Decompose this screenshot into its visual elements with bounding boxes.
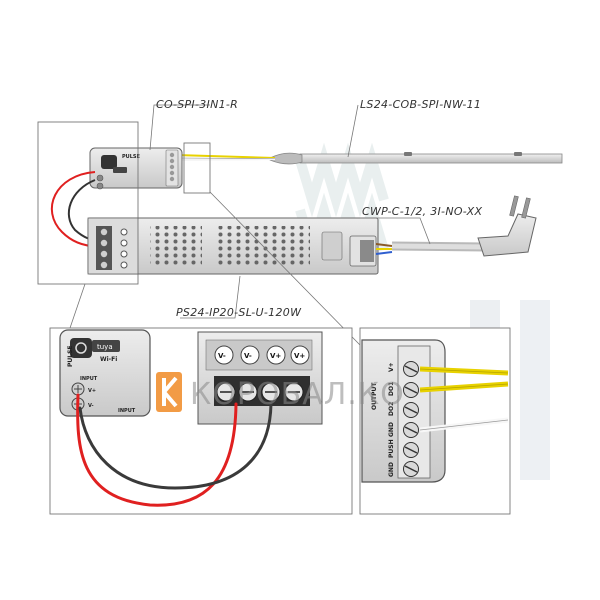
power-supply [87, 217, 379, 275]
watermark-text: КОРОБАЛ.КО [190, 377, 405, 412]
brand-text: PULSE [67, 345, 74, 367]
controller-detail: PULSE tuya Wi-Fi INPUT V+ V- INPUT [59, 329, 151, 417]
out-terminal-do2: DO2 [388, 402, 395, 416]
label-cable: CWP-C-1/2, 3I-NO-XX [362, 205, 483, 218]
output-detail: OUTPUT V+ DO1 DO2 GND PUSH GND [361, 339, 509, 483]
out-terminal-vplus: V+ [388, 362, 395, 372]
mains-plug [477, 195, 537, 257]
leader-lines [69, 104, 431, 346]
watermark-logo: КОРОБАЛ.КО [156, 372, 405, 412]
strip-wires [175, 154, 276, 161]
controller-small: PULSE [89, 147, 183, 190]
label-strip: LS24-COB-SPI-NW-11 [360, 98, 481, 111]
out-terminal-push: PUSH [388, 439, 395, 458]
psu-terminal-1: V- [218, 352, 226, 360]
psu-terminal-3: V+ [270, 352, 281, 360]
mains-cable [375, 241, 487, 255]
output-label: OUTPUT [371, 382, 378, 410]
label-psu: PS24-IP20-SL-U-120W [176, 306, 302, 319]
callout-box-output [183, 142, 211, 194]
psu-terminal-4: V+ [294, 352, 305, 360]
output-wires [419, 366, 509, 433]
out-terminal-gnd-1: GND [388, 422, 395, 437]
out-terminal-gnd-2: GND [388, 462, 395, 477]
tuya-badge: tuya [97, 343, 113, 351]
led-strip [269, 152, 563, 165]
terminal-label-v-plus: V+ [88, 388, 96, 394]
input-label-bottom: INPUT [118, 408, 136, 414]
psu-terminal-2: V- [244, 352, 252, 360]
label-controller: CO-SPI-3IN1-R [156, 98, 238, 111]
detail-power-wires [76, 393, 273, 507]
svg-text:PULSE: PULSE [122, 154, 141, 160]
callout-box-controller [37, 121, 139, 285]
out-terminal-do1: DO1 [388, 382, 395, 396]
wifi-text: Wi-Fi [100, 356, 117, 363]
terminal-label-v-minus: V- [88, 403, 94, 409]
psu-terminal-detail: V- V- V+ V+ [197, 331, 323, 425]
input-label-top: INPUT [80, 376, 98, 382]
